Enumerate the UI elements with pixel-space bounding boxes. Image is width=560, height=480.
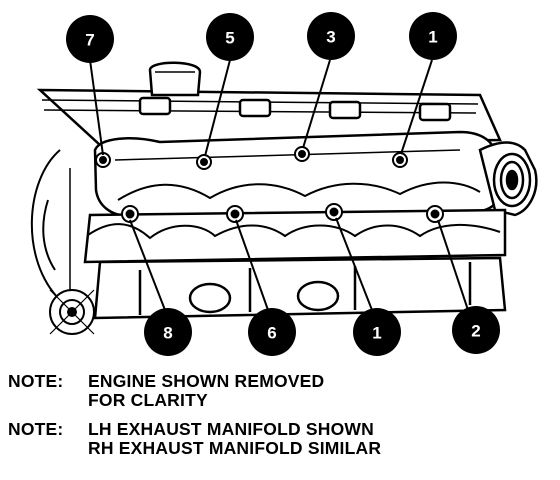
cylinder-head xyxy=(83,208,507,264)
note-lh-manifold: NOTE: LH EXHAUST MANIFOLD SHOWN RH EXHAU… xyxy=(8,420,556,458)
leader-lines xyxy=(89,59,469,311)
callout-6-bottom: 6 xyxy=(248,308,296,356)
manifold-bolts xyxy=(95,146,444,223)
sprocket xyxy=(49,289,95,335)
note-engine-removed: NOTE: ENGINE SHOWN REMOVED FOR CLARITY xyxy=(8,372,556,410)
exhaust-manifold xyxy=(93,130,538,218)
note-line: LH EXHAUST MANIFOLD SHOWN xyxy=(88,419,374,439)
callout-1-bottom-label: 1 xyxy=(372,324,381,343)
callout-7-top: 7 xyxy=(66,15,114,63)
callout-2-bottom-label: 2 xyxy=(471,322,480,341)
bolt-7 xyxy=(95,152,111,168)
callout-7-top-label: 7 xyxy=(85,31,94,50)
note-label: NOTE: xyxy=(8,419,64,439)
bolt-6 xyxy=(226,205,244,223)
note-line: ENGINE SHOWN REMOVED xyxy=(88,371,325,391)
note-label: NOTE: xyxy=(8,371,64,391)
bolt-3 xyxy=(294,146,310,162)
callout-1-top-label: 1 xyxy=(428,28,437,47)
callout-1-top: 1 xyxy=(409,12,457,60)
bolt-8 xyxy=(121,205,139,223)
callout-2-bottom: 2 xyxy=(452,306,500,354)
bolt-1-bottom xyxy=(325,203,343,221)
bolt-2 xyxy=(426,205,444,223)
callout-5-top-label: 5 xyxy=(225,29,234,48)
engine-block-left xyxy=(30,149,71,301)
note-line: RH EXHAUST MANIFOLD SIMILAR xyxy=(88,438,382,458)
bolt-1-top xyxy=(392,152,408,168)
exhaust-manifold-diagram: 7 5 3 1 8 6 1 2 xyxy=(30,12,538,356)
callout-3-top: 3 xyxy=(307,12,355,60)
notes-block: NOTE: ENGINE SHOWN REMOVED FOR CLARITY N… xyxy=(8,372,556,468)
note-line: FOR CLARITY xyxy=(88,390,208,410)
callout-6-bottom-label: 6 xyxy=(267,324,276,343)
engine-block-lower xyxy=(93,256,507,320)
callout-8-bottom: 8 xyxy=(144,308,192,356)
callout-8-bottom-label: 8 xyxy=(163,324,172,343)
valve-cover xyxy=(36,61,502,147)
bolt-5 xyxy=(196,154,212,170)
callout-5-top: 5 xyxy=(206,13,254,61)
callout-1-bottom: 1 xyxy=(353,308,401,356)
callout-3-top-label: 3 xyxy=(326,28,335,47)
